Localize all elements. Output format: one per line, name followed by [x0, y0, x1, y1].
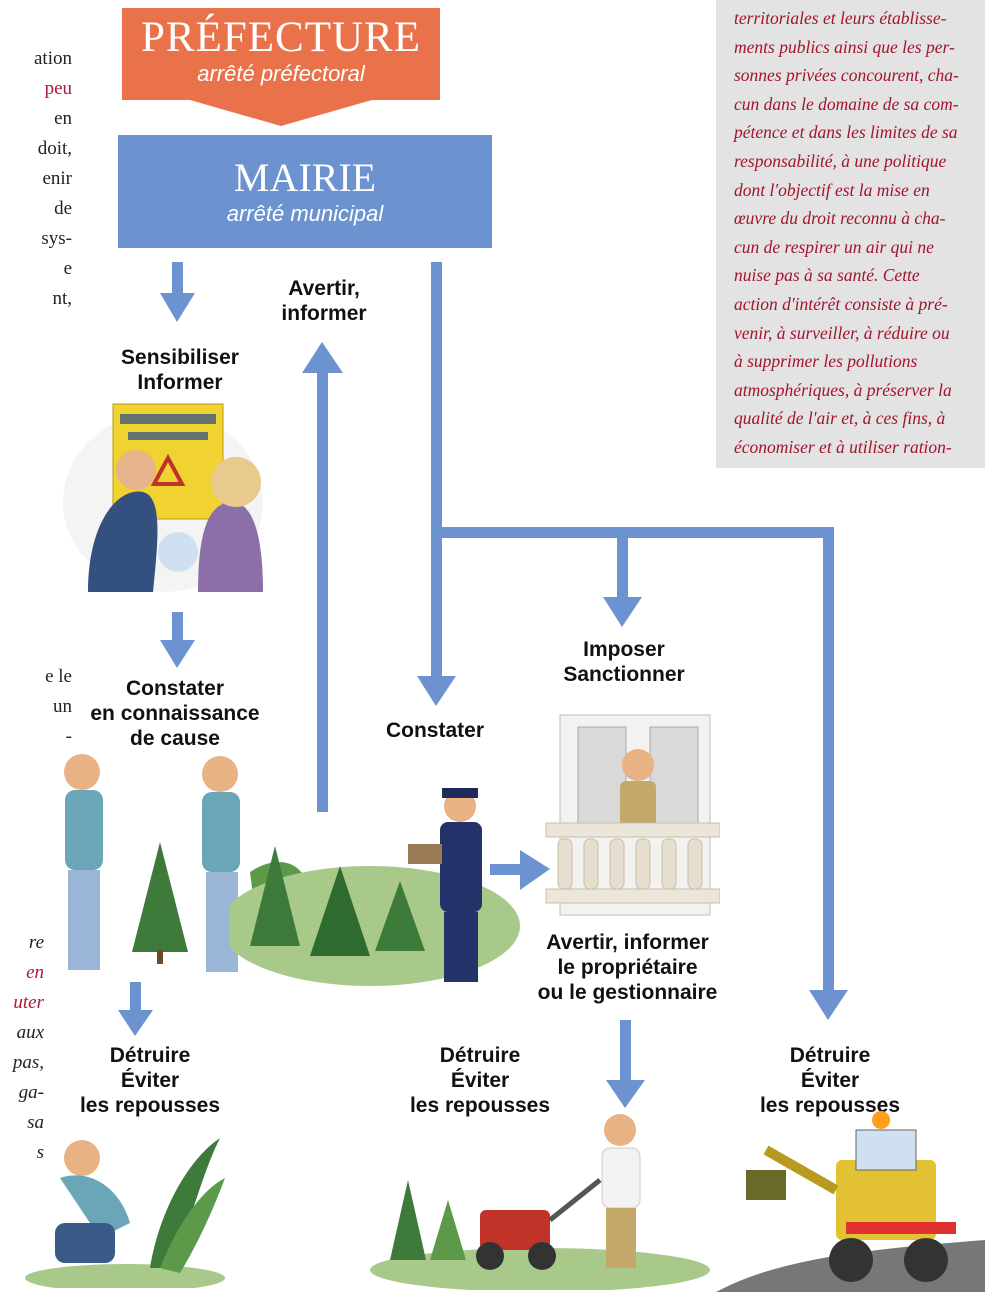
backhoe-icon — [716, 1111, 985, 1292]
quote-line: action d'intérêt consiste à pré- — [734, 294, 948, 314]
left-text-line: re — [28, 932, 44, 953]
label-constater-cause: Constater en connaissance de cause — [75, 676, 275, 751]
quote-box: territoriales et leurs établisse-ments p… — [716, 0, 985, 468]
label-detruire-3: Détruire Éviter les repousses — [745, 1043, 915, 1118]
left-text-line: sys- — [41, 228, 72, 249]
left-text-line: de — [54, 198, 72, 219]
left-text-line: e — [63, 258, 72, 279]
left-text-line: doit, — [37, 138, 72, 159]
mairie-box: MAIRIE arrêté municipal — [118, 135, 492, 248]
label-line: Sensibiliser — [121, 346, 239, 369]
left-text-line: un — [53, 696, 72, 717]
left-text-line: nt, — [52, 288, 72, 309]
mairie-title: MAIRIE — [233, 155, 377, 200]
arrow-to-constater-cause — [160, 612, 195, 668]
arrow-to-detruire-3 — [809, 530, 848, 1020]
quote-line: venir, à surveiller, à réduire ou — [734, 322, 950, 343]
label-line: ou le gestionnaire — [537, 981, 718, 1004]
left-text-line: ation — [34, 48, 72, 69]
arrow-to-imposer — [603, 530, 642, 627]
person-uprooting-icon — [25, 1138, 225, 1288]
label-line: Détruire — [109, 1044, 191, 1067]
label-line: en connaissance — [90, 702, 260, 725]
label-line: les repousses — [759, 1094, 901, 1117]
left-text-line: peu — [44, 78, 72, 99]
left-text-line: sa — [27, 1112, 44, 1133]
prefecture-title: PRÉFECTURE — [141, 14, 421, 61]
quote-line: territoriales et leurs établisse- — [734, 8, 947, 28]
label-line: Avertir, informer — [546, 931, 709, 954]
man-mowing-icon — [370, 1114, 710, 1290]
quote-line: ments publics ainsi que les per- — [734, 36, 955, 57]
poster-icon — [63, 403, 263, 592]
arrow-avertir-up — [302, 342, 343, 812]
label-line: de cause — [130, 727, 220, 750]
label-line: Informer — [137, 371, 223, 394]
left-text-line: en — [54, 108, 72, 129]
quote-line: économiser et à utiliser ration- — [734, 437, 952, 457]
quote-line: qualité de l'air et, à ces fins, à — [734, 408, 946, 429]
label-imposer: Imposer Sanctionner — [544, 637, 704, 687]
left-text-line: ga- — [18, 1082, 44, 1103]
label-avertir-proprietaire: Avertir, informer le propriétaire ou le … — [520, 930, 735, 1005]
left-text-line: - — [65, 726, 72, 747]
label-line: Détruire — [789, 1044, 871, 1067]
label-line: Détruire — [439, 1044, 521, 1067]
quote-line: atmosphériques, à préserver la — [734, 379, 952, 400]
left-text-line: enir — [42, 168, 72, 189]
label-line: Éviter — [450, 1069, 510, 1092]
label-line: Éviter — [800, 1069, 860, 1092]
prefecture-pointer — [190, 100, 372, 126]
label-line: Éviter — [120, 1069, 180, 1092]
left-text-middle: e le un - — [0, 662, 72, 752]
quote-line: à supprimer les pollutions — [734, 351, 918, 372]
left-text-line: e le — [45, 666, 72, 687]
quote-line: dont l'objectif est la mise en — [734, 179, 930, 200]
left-text-line: aux — [16, 1022, 44, 1043]
label-avertir: Avertir, informer — [264, 276, 384, 326]
prefecture-subtitle: arrêté préfectoral — [197, 61, 365, 86]
mairie-subtitle: arrêté municipal — [226, 201, 384, 226]
label-line: Sanctionner — [563, 663, 685, 686]
arrow-to-balcony — [490, 850, 550, 890]
left-text-line: s — [36, 1142, 44, 1163]
quote-line: cun dans le domaine de sa com- — [734, 93, 959, 114]
quote-line: nuise pas à sa santé. Cette — [734, 265, 920, 286]
police-officer-icon — [230, 788, 520, 986]
branch-horizontal — [431, 527, 834, 538]
label-line: les repousses — [409, 1094, 551, 1117]
quote-line: nellement l'énergie » — [734, 466, 880, 468]
arrow-to-constater — [417, 262, 456, 706]
label-line: Avertir, — [288, 277, 360, 300]
label-line: Constater — [125, 677, 225, 700]
label-detruire-1: Détruire Éviter les repousses — [65, 1043, 235, 1118]
label-line: informer — [281, 302, 367, 325]
label-line: Imposer — [583, 638, 665, 661]
quote-line: responsabilité, à une politique — [734, 151, 947, 171]
left-text-line: uter — [13, 992, 44, 1013]
quote-line: cun de respirer un air qui ne — [734, 236, 934, 257]
arrow-to-sensibiliser — [160, 262, 195, 322]
label-sensibiliser: Sensibiliser Informer — [100, 345, 260, 395]
label-detruire-2: Détruire Éviter les repousses — [395, 1043, 565, 1118]
label-line: les repousses — [79, 1094, 221, 1117]
label-line: le propriétaire — [557, 956, 698, 979]
left-text-line: pas, — [12, 1052, 44, 1073]
label-constater: Constater — [385, 719, 485, 742]
quote-line: sonnes privées concourent, cha- — [734, 65, 959, 86]
quote-line: pétence et dans les limites de sa — [734, 122, 958, 143]
arrow-to-detruire-1 — [118, 982, 153, 1036]
prefecture-box: PRÉFECTURE arrêté préfectoral — [122, 8, 440, 100]
left-text-bottom: re en uter aux pas, ga- sa s — [0, 928, 44, 1168]
arrow-to-mower — [606, 1020, 645, 1108]
left-text-line: en — [26, 962, 44, 983]
quote-line: œuvre du droit reconnu à cha- — [734, 208, 946, 229]
left-text-top: ation peu en doit, enir de sys- e nt, — [0, 44, 72, 314]
balcony-man-icon — [545, 714, 720, 916]
